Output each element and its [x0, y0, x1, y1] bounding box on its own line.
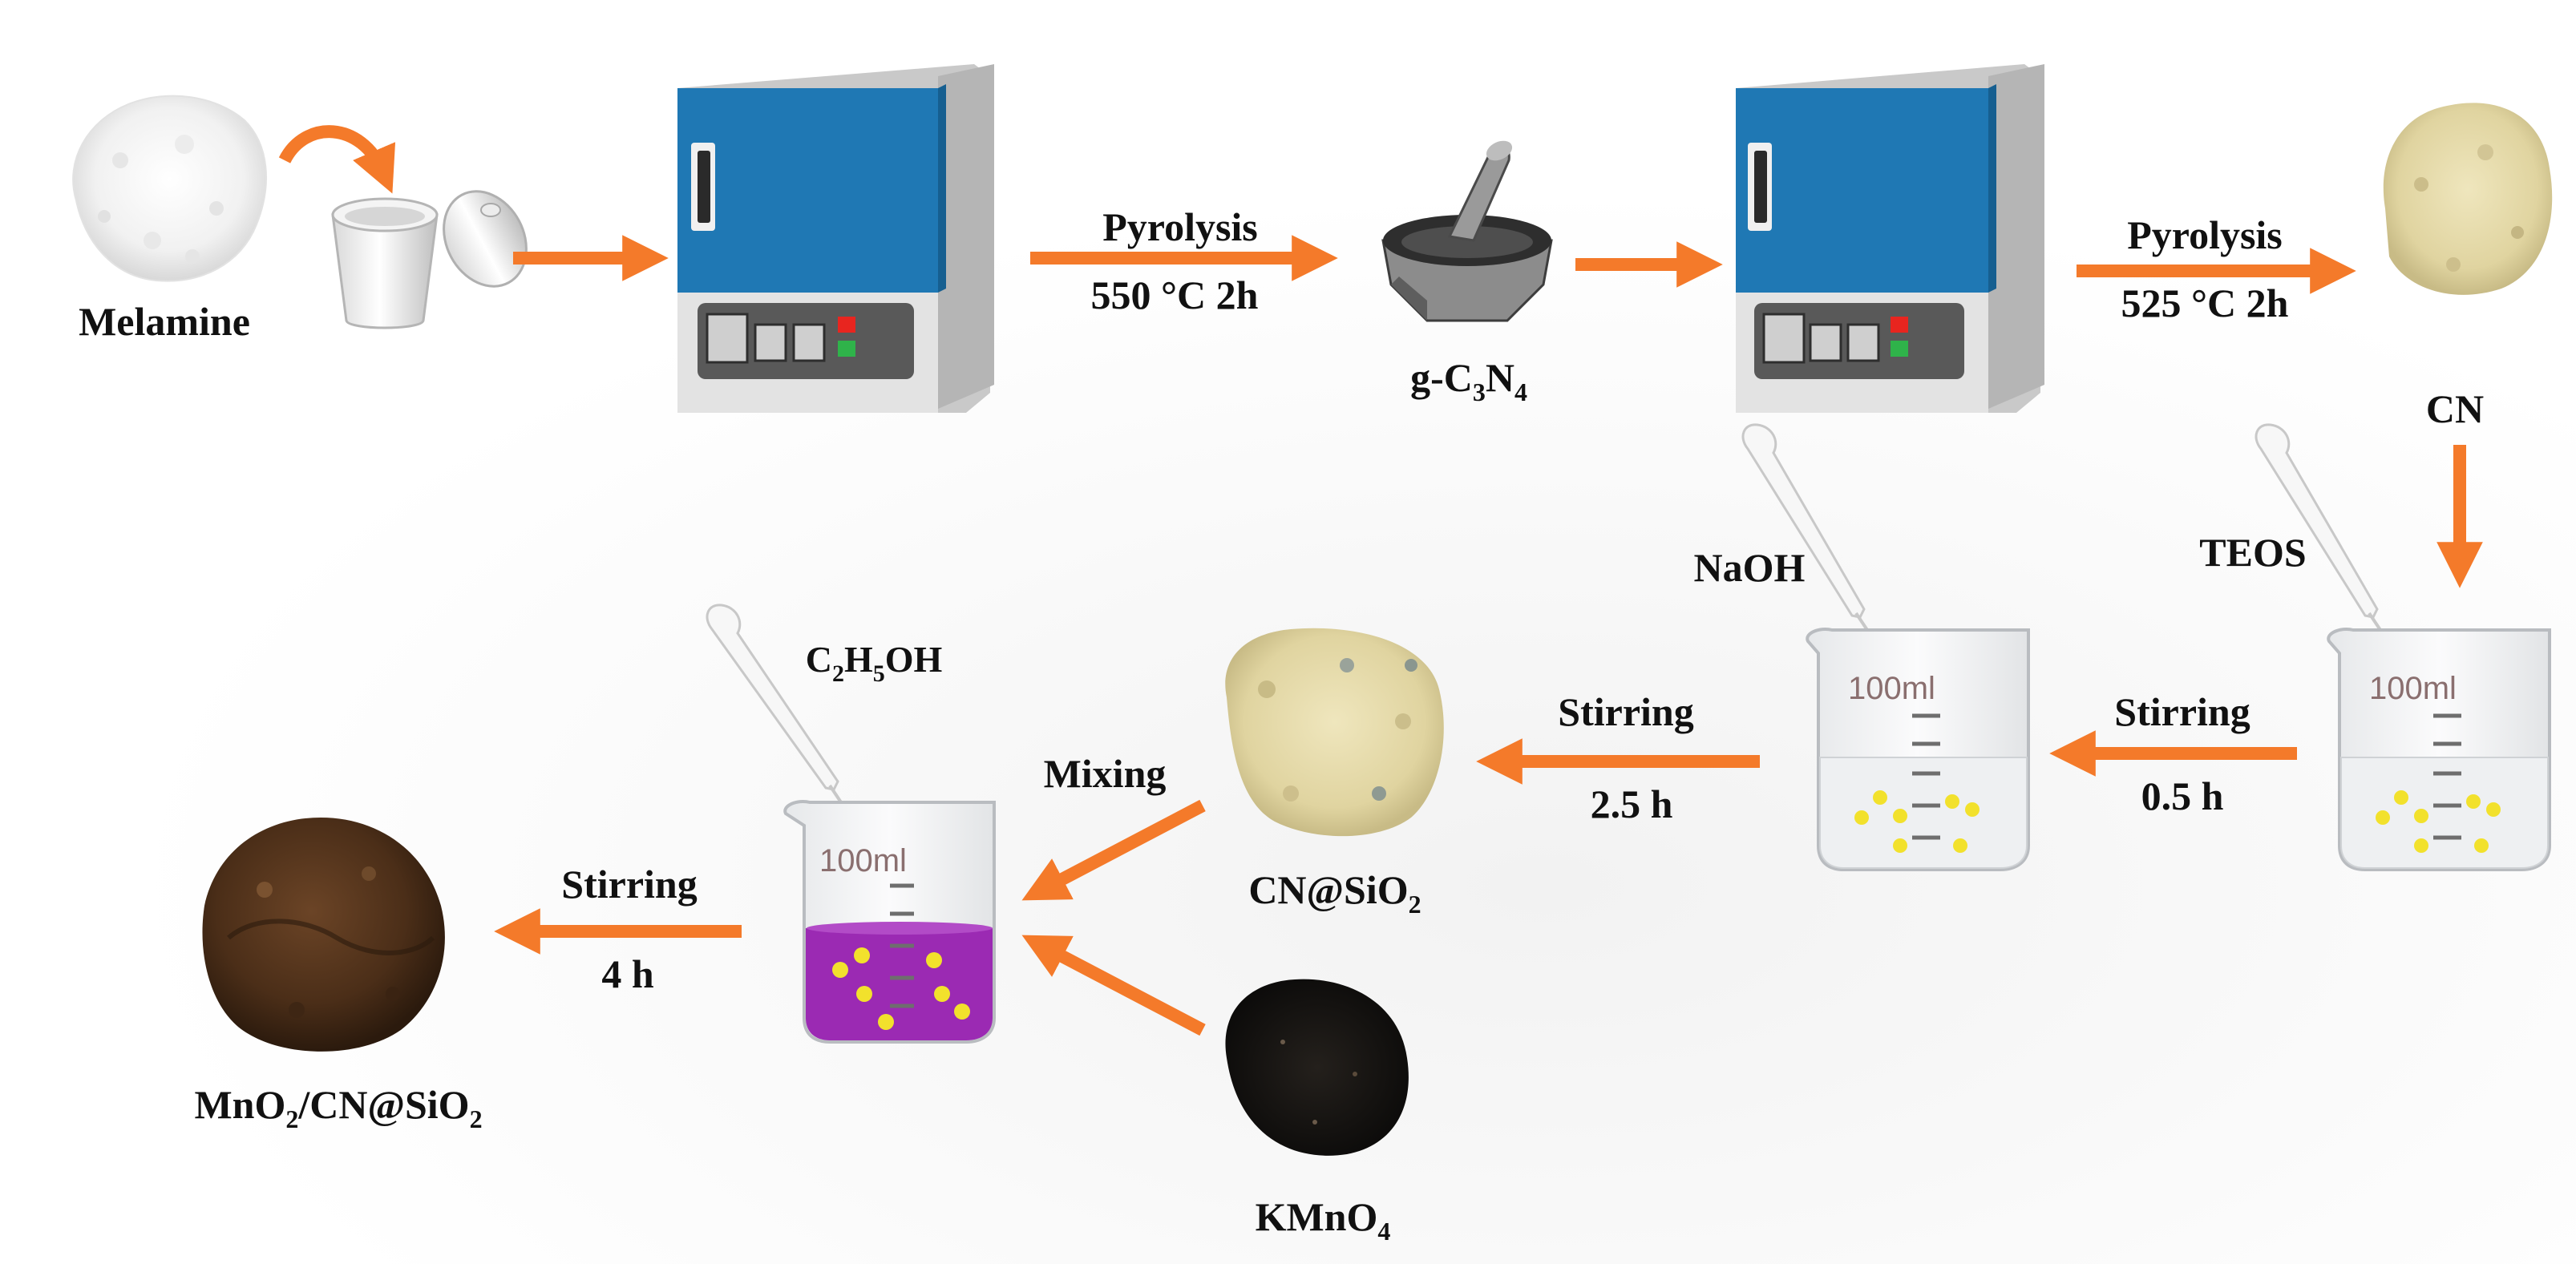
- melamine-label: Melamine: [79, 299, 250, 344]
- mixing-label: Mixing: [1044, 751, 1167, 796]
- kmno4-powder-image: [1225, 979, 1409, 1156]
- crucible-image: [331, 197, 439, 329]
- beaker-2-volume: 100ml: [1848, 671, 1935, 706]
- beaker-1-image: [2327, 628, 2551, 871]
- cn-label: CN: [2426, 386, 2484, 431]
- transfer-arrow: [278, 125, 396, 194]
- kmno4-label: KMnO4: [1256, 1194, 1391, 1246]
- temp-1-label: 550 °C 2h: [1091, 273, 1259, 317]
- beaker-2-image: [1806, 628, 2030, 871]
- teos-label: TEOS: [2199, 530, 2306, 575]
- product-powder-image: [202, 818, 445, 1052]
- time-1-label: 0.5 h: [2141, 773, 2224, 818]
- temp-2-label: 525 °C 2h: [2121, 281, 2289, 325]
- pyrolysis-1-label: Pyrolysis: [1102, 204, 1258, 249]
- cn-sio2-label: CN@SiO2: [1248, 867, 1421, 919]
- gcn-label: g-C3N4: [1410, 355, 1527, 406]
- stirring-3-label: Stirring: [561, 862, 697, 907]
- muffle-furnace-2-image: [1736, 64, 2044, 413]
- muffle-furnace-1-image: [677, 64, 994, 413]
- beaker-1-volume: 100ml: [2369, 671, 2457, 706]
- cn-sio2-powder-image: [1225, 628, 1444, 837]
- mortar-pestle-image: [1381, 140, 1553, 322]
- mixing-arrow-cn-sio2: [1021, 799, 1206, 901]
- mixing-arrow-kmno4: [1021, 935, 1206, 1036]
- pyrolysis-2-label: Pyrolysis: [2127, 212, 2283, 257]
- stirring-2-label: Stirring: [1558, 689, 1693, 734]
- product-label: MnO2/CN@SiO2: [194, 1082, 482, 1133]
- time-2-label: 2.5 h: [1591, 781, 1673, 826]
- crucible-lid-image: [443, 190, 528, 288]
- ethanol-label: C2H5OH: [806, 639, 943, 687]
- cn-powder-image: [2383, 103, 2553, 295]
- beaker-3-image: [783, 800, 996, 1044]
- time-3-label: 4 h: [601, 951, 654, 996]
- beaker-3-volume: 100ml: [819, 843, 907, 878]
- melamine-powder-image: [72, 95, 267, 282]
- naoh-label: NaOH: [1694, 545, 1806, 590]
- stirring-1-label: Stirring: [2114, 689, 2250, 734]
